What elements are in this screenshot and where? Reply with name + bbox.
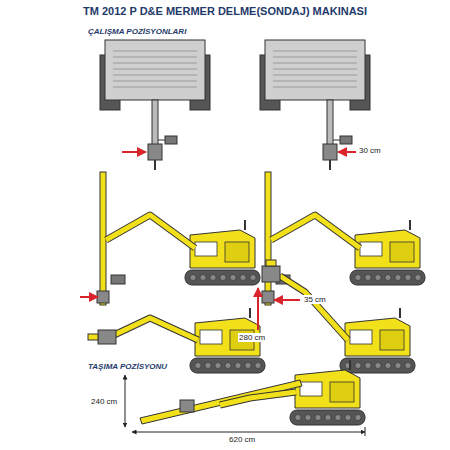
boom xyxy=(220,392,296,405)
drill-head xyxy=(180,400,194,412)
boom xyxy=(220,392,296,405)
boom xyxy=(271,215,360,248)
dimension-arrow xyxy=(257,288,259,330)
diagram-title: TM 2012 P D&E MERMER DELME(SONDAJ) MAKIN… xyxy=(0,5,450,17)
drill-head xyxy=(262,291,274,303)
dimension-arrow xyxy=(122,151,146,153)
boom xyxy=(280,276,348,340)
drill-head xyxy=(97,291,109,303)
boom xyxy=(106,215,195,248)
machine-body xyxy=(350,220,425,285)
section-heading: ÇALIŞMA POZİSYONLARI xyxy=(88,27,186,36)
dimension-arrow xyxy=(245,432,365,433)
dimension-label: 35 cm xyxy=(303,295,327,304)
drill-head xyxy=(88,334,98,340)
boom xyxy=(106,215,195,248)
rear-view xyxy=(260,40,370,170)
dimension-arrow xyxy=(125,375,126,400)
machine-body xyxy=(290,360,365,425)
dimension-arrow xyxy=(338,151,356,153)
dimension-label: 240 cm xyxy=(90,397,118,406)
drill-head xyxy=(262,266,280,282)
boom xyxy=(280,276,348,340)
dimension-label: 280 cm xyxy=(238,333,266,342)
dimension-arrow xyxy=(80,296,98,298)
mast xyxy=(100,172,106,305)
dimension-extension xyxy=(365,427,366,436)
mast xyxy=(140,380,302,424)
machine-body xyxy=(185,220,260,285)
dimension-arrow xyxy=(132,432,245,433)
machine-body xyxy=(340,308,415,373)
boom xyxy=(112,318,198,340)
dimension-arrow xyxy=(274,299,300,301)
drill-head xyxy=(266,260,276,266)
mast xyxy=(265,172,271,305)
section-heading: TAŞIMA POZİSYONU xyxy=(88,362,167,371)
boom xyxy=(112,318,198,340)
drill-head xyxy=(98,330,116,344)
dimension-arrow xyxy=(125,400,126,427)
hydraulic-unit xyxy=(111,275,125,284)
rear-view xyxy=(100,40,210,170)
boom xyxy=(271,215,360,248)
dimension-label: 620 cm xyxy=(228,435,256,444)
dimension-label: 30 cm xyxy=(358,146,382,155)
